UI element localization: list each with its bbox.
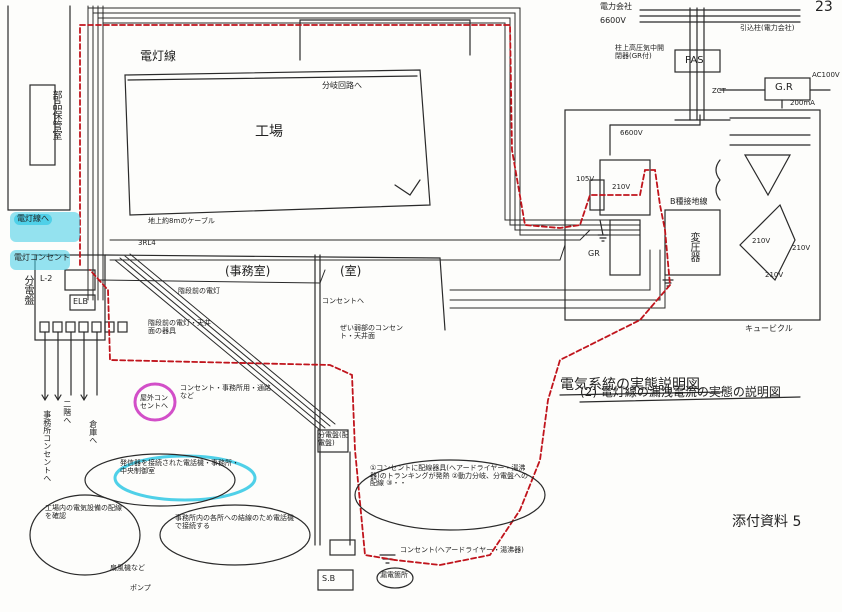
fan-note: 扇風機など bbox=[110, 564, 145, 572]
leak-point-label: 漏電箇所 bbox=[380, 571, 408, 579]
transformer-windings bbox=[715, 154, 796, 282]
ma200-label: 200mA bbox=[790, 99, 815, 107]
dist-board-box bbox=[317, 429, 356, 591]
warehouse-label: 倉庫へ bbox=[88, 420, 98, 444]
v210a-label: 210V bbox=[752, 237, 771, 245]
utility-pole-label: 電力会社 bbox=[600, 2, 632, 11]
v210b-label: 210V bbox=[792, 244, 811, 252]
outdoor-outlet-label: 屋外コンセントへ bbox=[140, 394, 168, 410]
leak-current-path bbox=[79, 24, 671, 566]
ground-note: 地上約8mのケーブル bbox=[148, 217, 215, 225]
cyan-highlights bbox=[10, 212, 80, 270]
to-lighting-line-label: 電灯線へ bbox=[14, 214, 52, 225]
main-trunk-lines bbox=[87, 5, 666, 309]
cloud2-text: 事務所内の各所への結線のため電話機で接続する bbox=[175, 514, 294, 530]
factory-walls bbox=[124, 19, 471, 216]
outlet-to-label: コンセントへ bbox=[322, 297, 364, 305]
pas-gr bbox=[639, 7, 831, 121]
office-outlet-label: 事務所コンセントへ bbox=[42, 410, 52, 482]
trough-label: 3RL4 bbox=[138, 239, 156, 247]
dist-box-label: 分電盤(配電盤) bbox=[318, 431, 349, 447]
zct-label: ZCT bbox=[712, 87, 726, 95]
lamp-note1: 階段前の電灯 bbox=[178, 287, 220, 295]
power-outlet-label: 電灯コンセント bbox=[14, 253, 70, 262]
branch-panel bbox=[34, 254, 128, 401]
v210d-label: 210V bbox=[612, 183, 631, 191]
pole-note: 引込柱(電力会社) bbox=[740, 24, 795, 32]
pump-label: ポンプ bbox=[130, 584, 151, 592]
title-underlines bbox=[559, 391, 801, 403]
branch-panel-label: 分電盤 bbox=[22, 275, 33, 305]
diagram-subtitle: (2) 電灯線の漏洩電流の実態の説明図 bbox=[580, 385, 781, 399]
station-label: キュービクル bbox=[745, 324, 793, 333]
ac100v-label: AC100V bbox=[812, 71, 840, 79]
diagonal-cable bbox=[114, 253, 336, 431]
factory-label: 工場 bbox=[255, 124, 283, 140]
outlet-list-label: コンセント・事務所用・通路など bbox=[180, 384, 271, 400]
two-room-label: 二階へ bbox=[62, 400, 72, 424]
office-label: (事務室) bbox=[225, 264, 271, 278]
elb-label: ELB bbox=[73, 297, 88, 306]
v6600-label: 6600V bbox=[620, 129, 643, 137]
appendix-label: 添付資料 5 bbox=[732, 514, 802, 530]
voltage-6600-label: 6600V bbox=[600, 16, 626, 25]
office-walls bbox=[104, 254, 446, 546]
l2-label: L-2 bbox=[40, 274, 53, 283]
page-number: 23 bbox=[815, 0, 833, 15]
outlet-ceiling-label: ぜい弱部のコンセント・天井面 bbox=[340, 324, 403, 340]
outlet-bottom-label: コンセント(ヘアードライヤー・湯沸器) bbox=[400, 546, 524, 554]
lab-room bbox=[7, 5, 71, 211]
pas-label: PAS bbox=[685, 55, 704, 66]
gr-relay-label: GR bbox=[588, 249, 600, 258]
cloud1-text: 発信器を接続された電話機・事務所・中央制御室 bbox=[120, 459, 239, 475]
diagram-title: 電気系統の実態説明図 bbox=[560, 377, 700, 393]
sb-label: S.B bbox=[322, 574, 336, 583]
room-label: (室) bbox=[340, 264, 362, 278]
cubicle bbox=[564, 109, 821, 321]
cloud4-text: ①コンセントに配線器具(ヘアードライヤー・湯沸器)のトランキングが発熱 ②動力分… bbox=[370, 464, 529, 488]
cloud3-text: 工場内の電気設備の配線を確認 bbox=[45, 504, 122, 520]
gr-label: G.R bbox=[775, 82, 793, 93]
b-ground-label: B種接地線 bbox=[670, 197, 708, 206]
v210c-label: 210V bbox=[765, 271, 784, 279]
lamp-note2: 階段前の電灯・天井面の器具 bbox=[148, 319, 211, 335]
v105-label: 105V bbox=[576, 175, 595, 183]
lighting-line-label: 電灯線 bbox=[140, 49, 177, 63]
outdoor-outlet-highlight bbox=[133, 382, 177, 422]
lab-label: 部品保管室 bbox=[50, 90, 61, 140]
transformer-label: 変圧器 bbox=[688, 232, 699, 262]
cloud-callouts bbox=[29, 453, 546, 589]
pas-note: 柱上高圧気中開閉器(GR付) bbox=[615, 44, 664, 60]
to-heater-label: 分岐回路へ bbox=[322, 81, 362, 90]
